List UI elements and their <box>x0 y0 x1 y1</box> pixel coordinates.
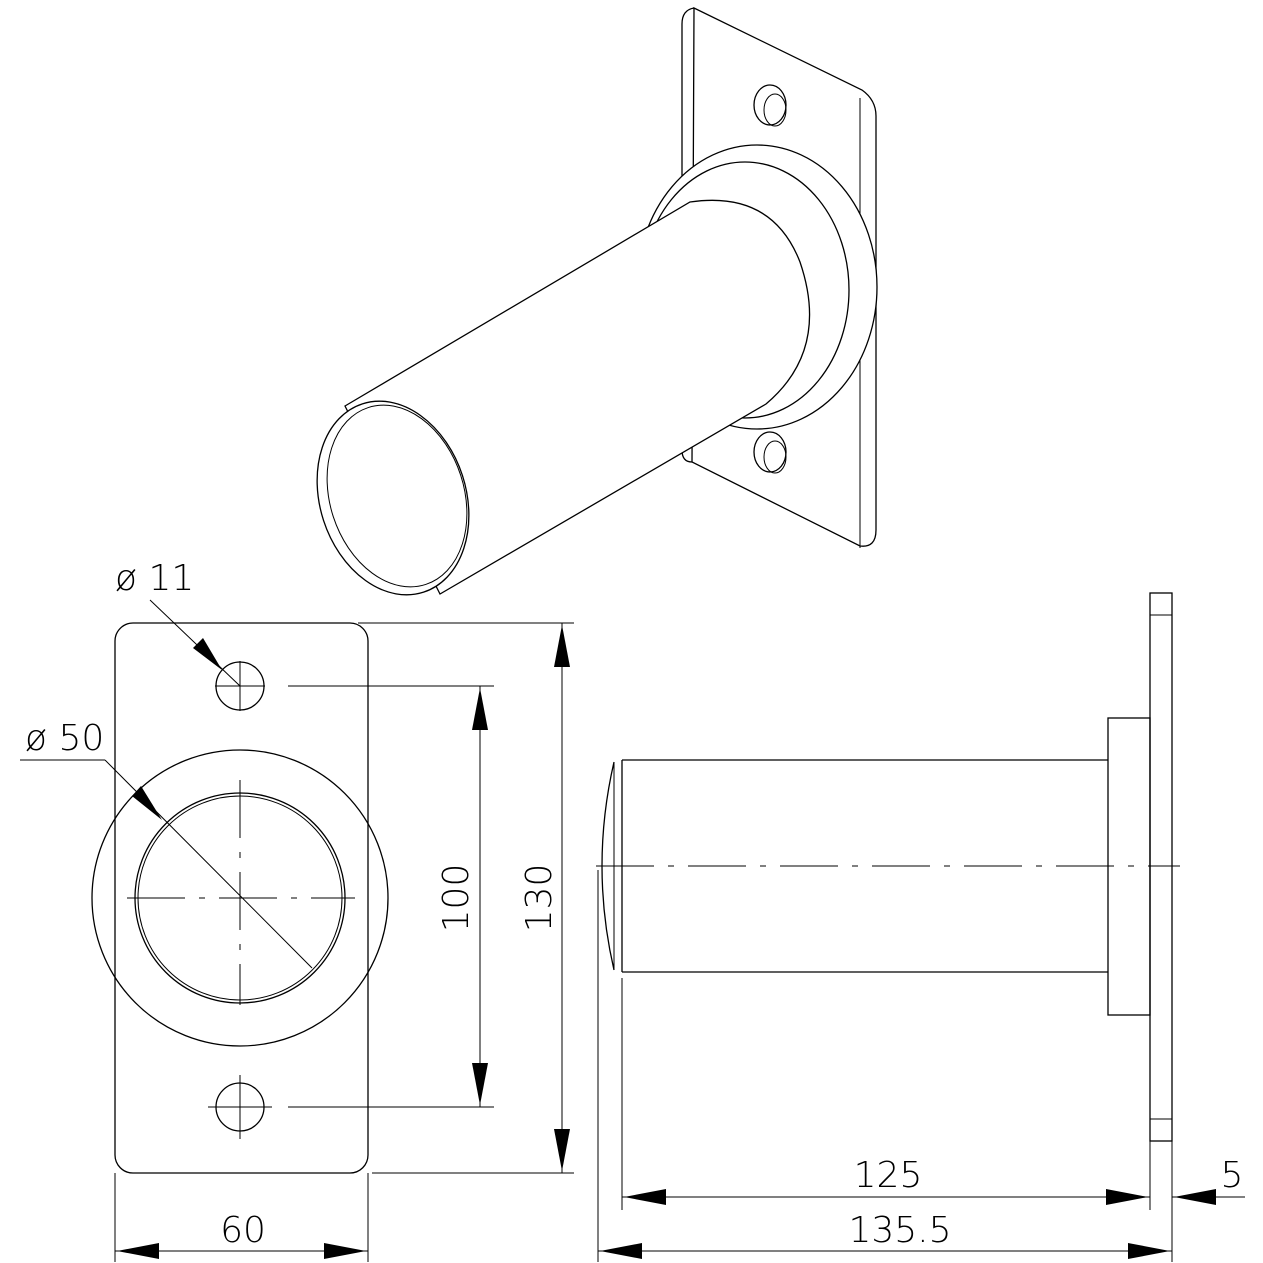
iso-hole-bottom-inner <box>763 440 787 474</box>
label-hole-spacing: 100 <box>436 864 477 933</box>
arrow-plate-height-bottom <box>554 1129 570 1171</box>
arrow-plate-width-left <box>117 1243 159 1259</box>
arrow-plate-thickness <box>1174 1189 1216 1205</box>
label-overall-length: 135.5 <box>848 1210 951 1251</box>
iso-tube-end-chamfer <box>326 404 468 588</box>
iso-hole-top-inner <box>763 93 787 127</box>
arrow-overall-length-right <box>1128 1243 1170 1259</box>
iso-plate-face <box>691 6 877 547</box>
label-tube-length: 125 <box>854 1155 923 1196</box>
iso-hole-bottom <box>753 431 787 473</box>
arrow-hole-diameter <box>193 638 222 670</box>
arrow-tube-length-right <box>1106 1189 1148 1205</box>
side-plate <box>1149 592 1173 1142</box>
label-plate-width: 60 <box>220 1210 266 1251</box>
leader-hole-diameter <box>149 599 241 687</box>
leader-tube-diameter <box>104 759 313 969</box>
side-view: 125 5 135.5 <box>596 592 1245 1262</box>
isometric-view <box>316 6 878 596</box>
arrow-hole-spacing-bottom <box>472 1063 488 1105</box>
label-tube-diameter: ø 50 <box>25 718 104 759</box>
label-plate-thickness: 5 <box>1221 1155 1244 1196</box>
arrow-tube-length-left <box>624 1189 666 1205</box>
front-plate-outline <box>114 622 369 1174</box>
iso-tube-end-outer <box>316 400 470 596</box>
arrow-tube-diameter <box>132 786 162 820</box>
front-view: ø 11 ø 50 100 130 60 <box>20 558 574 1262</box>
arrow-hole-spacing-top <box>472 688 488 730</box>
arrow-plate-height-top <box>554 625 570 667</box>
front-collar-circle <box>91 749 389 1047</box>
arrow-overall-length-left <box>600 1243 642 1259</box>
label-plate-height: 130 <box>519 864 560 933</box>
label-hole-diameter: ø 11 <box>115 558 194 599</box>
arrow-plate-width-right <box>324 1243 366 1259</box>
iso-hole-top <box>753 84 787 126</box>
